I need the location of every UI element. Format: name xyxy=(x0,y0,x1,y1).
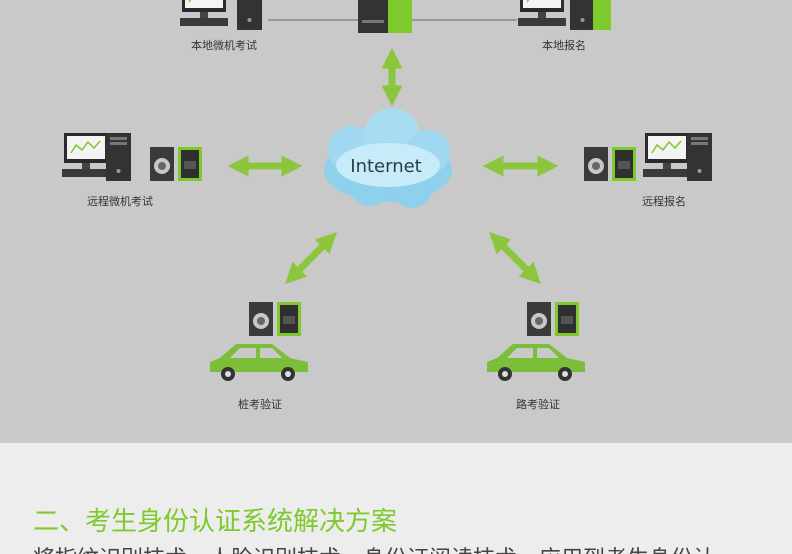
solution-section: 二、考生身份认证系统解决方案 将指纹识别技术、人脸识别技术、身份证阅读技术，应用… xyxy=(0,443,792,554)
label-stake-verify: 桩考验证 xyxy=(238,398,282,411)
internet-cloud-icon xyxy=(324,108,452,208)
label-local-exam: 本地微机考试 xyxy=(191,39,257,52)
section-heading: 二、考生身份认证系统解决方案 xyxy=(33,507,398,537)
road-verify-scanner-icon xyxy=(527,302,551,336)
remote-exam-idreader-icon xyxy=(178,147,202,181)
remote-signup-scanner-icon xyxy=(584,147,608,181)
label-local-signup: 本地报名 xyxy=(542,39,586,52)
remote-signup-computer-icon xyxy=(642,132,712,181)
road-verify-car-icon xyxy=(487,344,585,381)
label-remote-exam: 远程微机考试 xyxy=(87,195,153,208)
local-signup-computer-icon xyxy=(517,0,611,30)
remote-signup-idreader-icon xyxy=(612,147,636,181)
cloud-label: Internet xyxy=(350,156,422,177)
local-exam-computer-icon xyxy=(179,0,262,30)
central-server-icon xyxy=(358,0,412,33)
label-road-verify: 路考验证 xyxy=(516,398,560,411)
topology-svg xyxy=(61,0,712,381)
remote-exam-scanner-icon xyxy=(150,147,174,181)
arrow-lower-left-icon xyxy=(285,232,337,284)
stake-verify-scanner-icon xyxy=(249,302,273,336)
section-intro-text: 将指纹识别技术、人脸识别技术、身份证阅读技术，应用到考生身份认 xyxy=(33,541,715,554)
road-verify-idreader-icon xyxy=(555,302,579,336)
arrow-lower-right-icon xyxy=(489,232,541,284)
stake-verify-car-icon xyxy=(210,344,308,381)
label-remote-signup: 远程报名 xyxy=(642,195,686,208)
network-diagram: Internet 本地微机考试 本地报名 远程微机考试 远程报名 桩考验证 路考… xyxy=(0,0,792,443)
stake-verify-idreader-icon xyxy=(277,302,301,336)
remote-exam-computer-icon xyxy=(61,132,131,181)
